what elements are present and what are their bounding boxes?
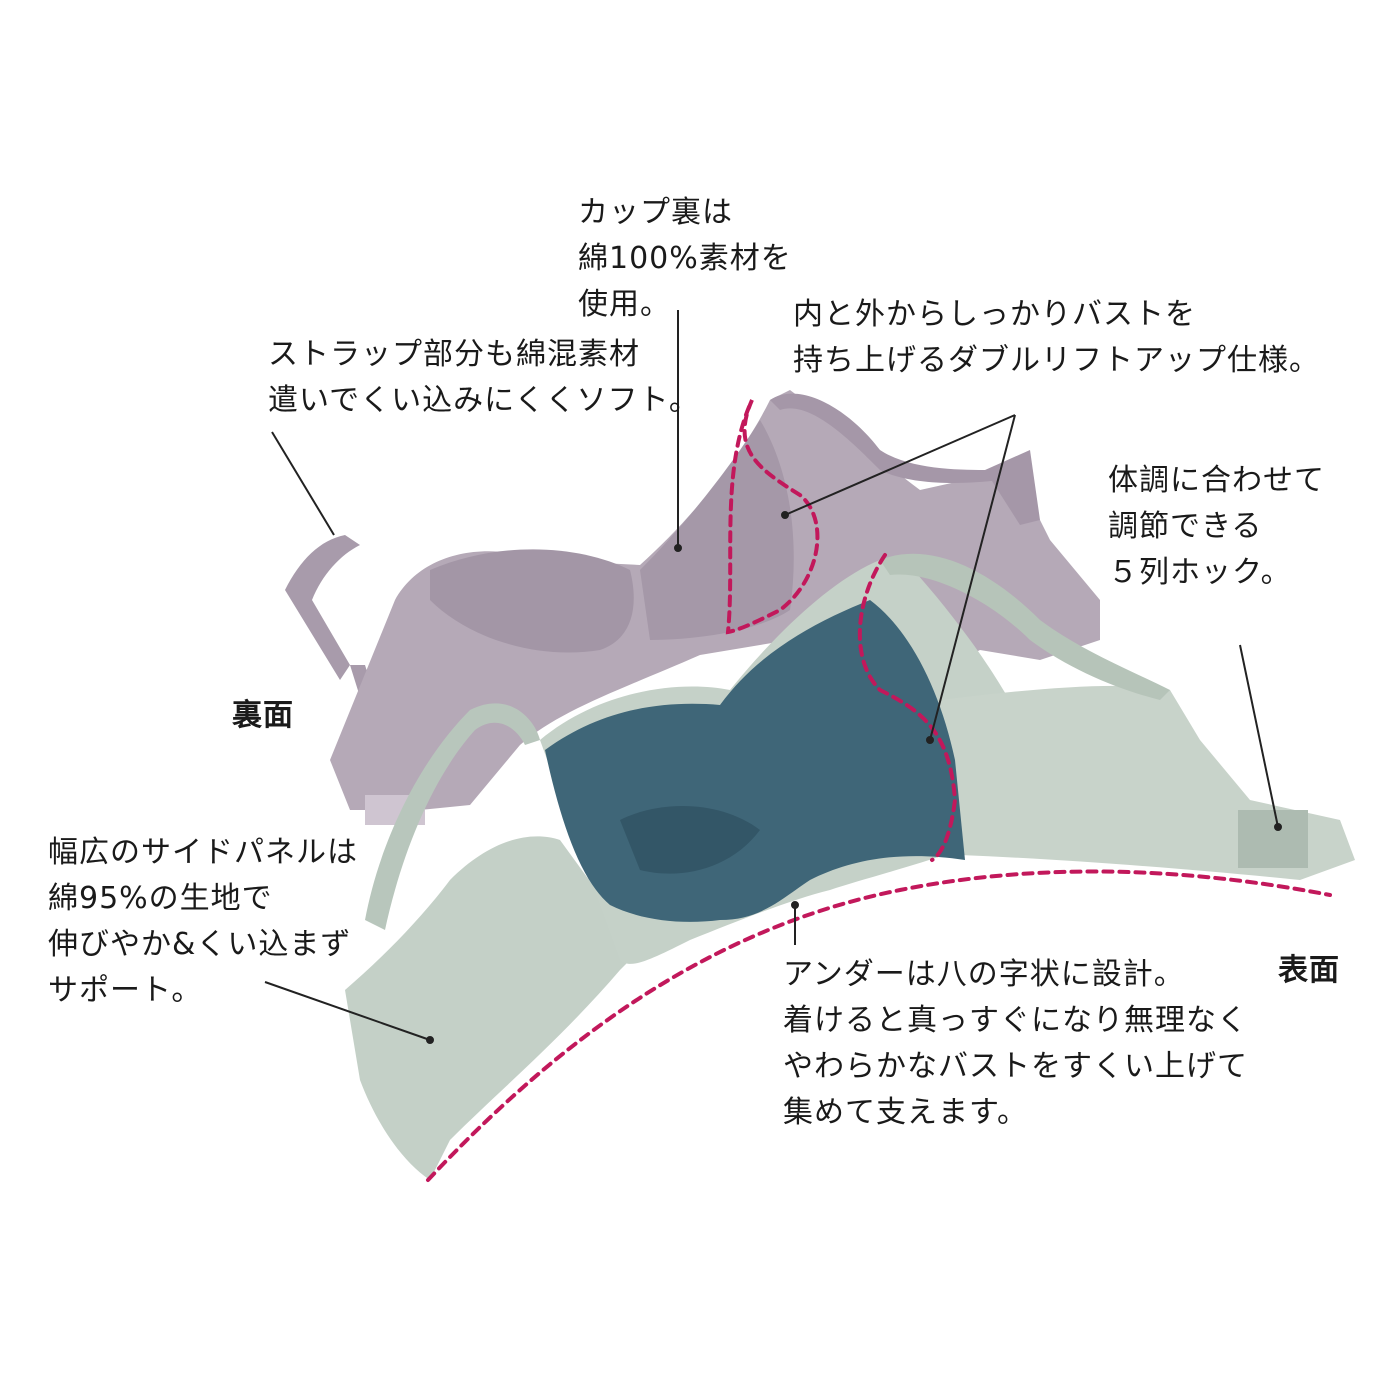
back-bra-cup-inner-right — [640, 420, 794, 640]
callout-strap-line-1: ストラップ部分も綿混素材 — [268, 337, 640, 372]
callout-cup-lining-line-2: 綿100%素材を — [578, 241, 792, 276]
callout-underband-line-3: やわらかなバストをすくい上げて — [783, 1049, 1248, 1084]
front-bra-right-strap — [880, 553, 1170, 700]
dashed-outline-back-cup — [725, 399, 820, 635]
back-bra-left-strap — [285, 535, 360, 680]
callout-underband-line-2: 着けると真っすぐになり無理なく — [783, 1003, 1248, 1038]
callout-cup-lining-line-1: カップ裏は — [578, 195, 733, 230]
callout-hook: 体調に合わせて 調節できる ５列ホック。 — [1108, 458, 1325, 596]
side-label-front: 表面 — [1278, 953, 1340, 988]
callout-hook-line-3: ５列ホック。 — [1108, 555, 1292, 590]
dashed-outline-front-cup — [857, 553, 958, 862]
back-bra-right-strap — [770, 393, 1000, 483]
callout-cup-lining-line-3: 使用。 — [578, 287, 671, 322]
callout-underband-line-4: 集めて支えます。 — [783, 1095, 1028, 1130]
side-label-back: 裏面 — [232, 698, 294, 733]
callout-hook-line-1: 体調に合わせて — [1108, 463, 1325, 498]
leader-hook — [1239, 644, 1279, 828]
front-bra-lace-shadow — [620, 806, 760, 874]
callout-double-lift-line-2: 持ち上げるダブルリフトアップ仕様。 — [793, 343, 1320, 378]
leader-side-panel — [264, 981, 431, 1041]
callout-cup-lining: カップ裏は 綿100%素材を 使用。 — [578, 190, 792, 328]
leader-dot-underband — [791, 901, 799, 909]
callout-hook-line-2: 調節できる — [1108, 509, 1263, 544]
callout-side-panel: 幅広のサイドパネルは 綿95%の生地で 伸びやか&くい込まず サポート。 — [48, 830, 358, 1014]
callout-underband: アンダーは八の字状に設計。 着けると真っすぐになり無理なく やわらかなバストをす… — [783, 952, 1248, 1136]
front-bra-hook-band — [1238, 810, 1308, 868]
leader-dot-double-lift-1 — [781, 511, 789, 519]
back-bra-right-strap-2 — [985, 450, 1040, 525]
leader-strap — [271, 431, 335, 536]
callout-side-panel-line-3: 伸びやか&くい込まず — [48, 927, 352, 962]
callout-side-panel-line-1: 幅広のサイドパネルは — [48, 835, 358, 870]
leader-double-lift-1 — [784, 414, 1016, 516]
callout-double-lift: 内と外からしっかりバストを 持ち上げるダブルリフトアップ仕様。 — [793, 292, 1320, 384]
back-bra-cup-inner-left — [430, 549, 634, 653]
dashed-underband-curve — [426, 869, 1332, 1182]
callout-underband-line-1: アンダーは八の字状に設計。 — [783, 957, 1185, 992]
front-bra-side-panel — [345, 836, 640, 1180]
leader-double-lift-2 — [929, 414, 1016, 741]
back-bra — [285, 390, 1100, 825]
callout-side-panel-line-2: 綿95%の生地で — [48, 881, 273, 916]
callout-strap-line-2: 遣いでくい込みにくくソフト。 — [268, 383, 700, 418]
front-bra — [345, 553, 1355, 1180]
callout-double-lift-line-1: 内と外からしっかりバストを — [793, 297, 1196, 332]
callout-side-panel-line-4: サポート。 — [48, 973, 203, 1008]
leader-dot-hook — [1274, 823, 1282, 831]
leader-dot-side-panel — [426, 1036, 434, 1044]
callout-strap: ストラップ部分も綿混素材 遣いでくい込みにくくソフト。 — [268, 332, 700, 424]
front-bra-left-strap — [365, 703, 540, 930]
leader-dot-cup-lining — [674, 544, 682, 552]
leader-dot-double-lift-2 — [926, 736, 934, 744]
